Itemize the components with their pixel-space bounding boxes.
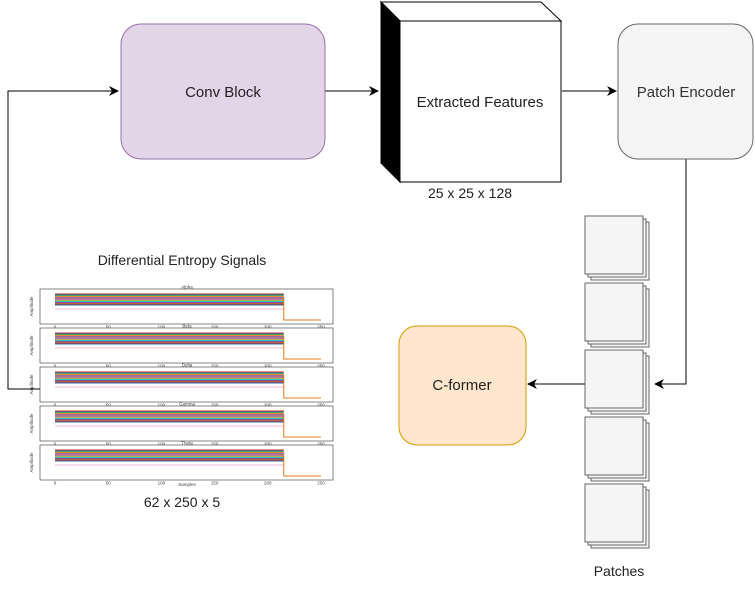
de-signals-dims: 62 x 250 x 5 bbox=[144, 494, 220, 510]
signal-x-tick: 150 bbox=[211, 403, 219, 408]
cformer-box bbox=[398, 325, 527, 446]
signal-x-tick: 100 bbox=[158, 325, 166, 330]
signal-x-tick: 0 bbox=[54, 364, 57, 369]
signal-x-tick: 200 bbox=[264, 364, 272, 369]
signal-drop-line bbox=[283, 453, 321, 477]
signal-y-axis-label: Amplitude bbox=[29, 335, 34, 356]
conv-block-label: Conv Block bbox=[185, 84, 261, 101]
patch-item[interactable] bbox=[584, 416, 650, 482]
patch-encoder-node[interactable]: Patch Encoder bbox=[617, 23, 754, 160]
patch-item[interactable] bbox=[584, 282, 650, 348]
cformer-node[interactable]: C-former bbox=[398, 325, 527, 446]
signal-x-tick: 150 bbox=[211, 325, 219, 330]
cube-top-face bbox=[379, 1, 563, 22]
signal-x-tick: 100 bbox=[158, 364, 166, 369]
patch-square bbox=[584, 483, 644, 543]
signal-x-tick: 50 bbox=[106, 442, 112, 447]
signal-x-tick: 250 bbox=[317, 364, 325, 369]
signal-x-tick: 0 bbox=[54, 442, 57, 447]
patch-encoder-label: Patch Encoder bbox=[637, 84, 735, 101]
signal-x-tick: 50 bbox=[106, 403, 112, 408]
cformer-label: C-former bbox=[432, 377, 491, 394]
signal-x-tick: 250 bbox=[317, 442, 325, 447]
signal-x-tick: 50 bbox=[106, 364, 112, 369]
signal-x-tick: 100 bbox=[158, 442, 166, 447]
patches-stack[interactable] bbox=[584, 215, 650, 549]
patch-square bbox=[584, 215, 644, 275]
signal-drop-line bbox=[283, 375, 321, 399]
signal-x-tick: 200 bbox=[264, 403, 272, 408]
cube-side-face bbox=[380, 0, 401, 184]
signal-y-axis-label: Amplitude bbox=[29, 452, 34, 473]
patch-encoder-box bbox=[617, 23, 754, 160]
patch-item[interactable] bbox=[584, 483, 650, 549]
signal-band-title: Gamma bbox=[179, 402, 196, 407]
patch-item[interactable] bbox=[584, 215, 650, 281]
signal-x-tick: 200 bbox=[264, 442, 272, 447]
signal-x-tick: 100 bbox=[158, 403, 166, 408]
signal-x-axis-label: Samples bbox=[178, 482, 196, 487]
signal-y-axis-label: Amplitude bbox=[29, 296, 34, 317]
cube-front-face bbox=[399, 20, 562, 183]
signal-band-title: Beta bbox=[182, 324, 192, 329]
signal-x-tick: 0 bbox=[54, 325, 57, 330]
signal-x-tick: 50 bbox=[106, 325, 112, 330]
extracted-features-dims: 25 x 25 x 128 bbox=[428, 185, 512, 201]
signal-band-title: Theta bbox=[181, 441, 193, 446]
signal-x-tick: 250 bbox=[317, 481, 325, 486]
signal-drop-line bbox=[283, 414, 321, 438]
edge-signals-to-conv bbox=[7, 86, 119, 390]
signal-x-tick: 100 bbox=[158, 481, 166, 486]
signal-x-tick: 150 bbox=[211, 481, 219, 486]
signal-x-tick: 200 bbox=[264, 481, 272, 486]
signal-x-tick: 250 bbox=[317, 403, 325, 408]
signal-x-tick: 150 bbox=[211, 364, 219, 369]
signal-x-tick: 0 bbox=[54, 403, 57, 408]
conv-block-box bbox=[120, 23, 326, 160]
patch-square bbox=[584, 416, 644, 476]
patch-square bbox=[584, 282, 644, 342]
signal-x-tick: 0 bbox=[54, 481, 57, 486]
signal-x-tick: 150 bbox=[211, 442, 219, 447]
signal-band-title: Delta bbox=[182, 363, 193, 368]
signal-y-axis-label: Amplitude bbox=[29, 374, 34, 395]
conv-block-node[interactable]: Conv Block bbox=[120, 23, 326, 160]
edge-encoder-to-patches bbox=[654, 159, 687, 389]
signal-x-tick: 200 bbox=[264, 325, 272, 330]
de-signals-title: Differential Entropy Signals bbox=[98, 252, 267, 268]
extracted-features-node[interactable]: Extracted Features bbox=[379, 0, 563, 184]
signal-x-tick: 50 bbox=[106, 481, 112, 486]
patch-item[interactable] bbox=[584, 349, 650, 415]
signal-drop-line bbox=[283, 336, 321, 360]
signal-drop-line bbox=[283, 297, 321, 321]
patches-label: Patches bbox=[594, 563, 645, 579]
signal-y-axis-label: Amplitude bbox=[29, 413, 34, 434]
signal-x-tick: 250 bbox=[317, 325, 325, 330]
edges bbox=[7, 86, 687, 390]
signal-band-title: Alpha bbox=[181, 285, 193, 290]
extracted-features-label: Extracted Features bbox=[417, 94, 544, 111]
patch-square bbox=[584, 349, 644, 409]
